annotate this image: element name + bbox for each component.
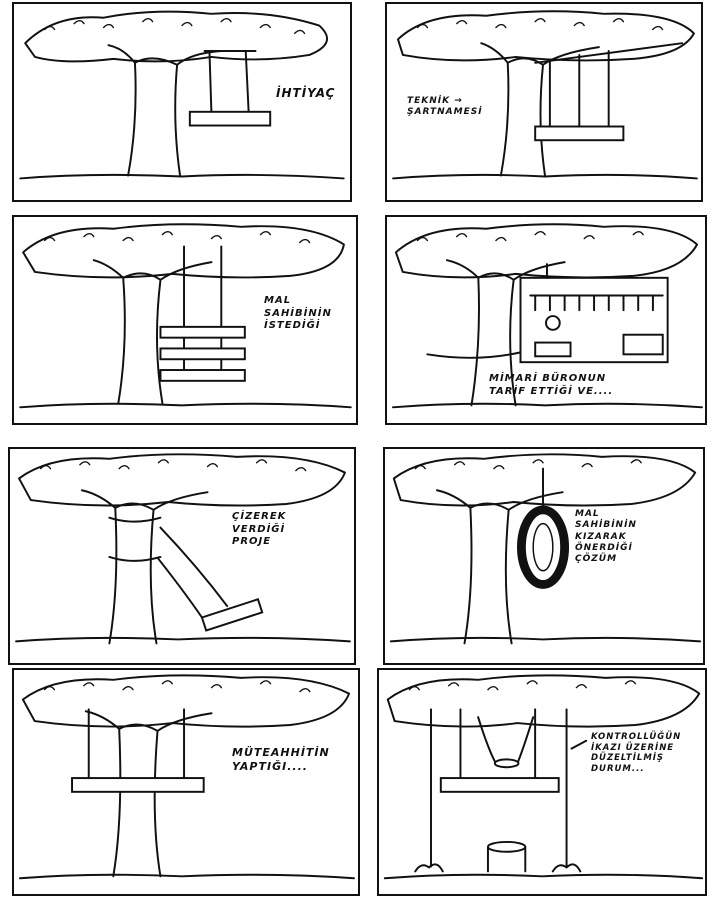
caption-technical-spec: TEKNİK → ŞARTNAMESİ <box>407 96 483 118</box>
tree-three-rope-swing-drawing <box>392 10 698 180</box>
caption-drawn-project: ÇİZEREK VERDİĞİ PROJE <box>232 511 287 547</box>
cartoon-panel-owner-solution: MAL SAHİBİNİN KIZARAK ÖNERDİĞİ ÇÖZÜM <box>383 447 705 665</box>
tree-swing-drawing <box>19 10 345 180</box>
caption-contractor-built: MÜTEAHHİTİN YAPTIĞI.... <box>232 746 330 773</box>
tree-elaborate-swing-drawing <box>391 223 703 409</box>
cartoon-panel-contractor-built: MÜTEAHHİTİN YAPTIĞI.... <box>12 668 360 896</box>
cartoon-panel-drawn-project: ÇİZEREK VERDİĞİ PROJE <box>8 447 356 665</box>
cartoon-panel-owner-wanted: MAL SAHİBİNİN İSTEDİĞİ <box>12 215 358 425</box>
caption-need: İHTİYAÇ <box>276 86 336 100</box>
cartoon-panel-need: İHTİYAÇ <box>12 2 352 202</box>
cut-tree-swing-drawing <box>383 674 704 880</box>
caption-architect-described: MİMARİ BÜRONUN TARİF ETTİĞİ VE.... <box>489 373 614 397</box>
tree-swing-around-trunk-drawing <box>18 674 355 880</box>
tree-tied-swing-drawing <box>15 453 351 645</box>
tree-tire-swing-drawing <box>389 453 702 645</box>
tree-triple-seat-swing-drawing <box>19 223 352 409</box>
caption-corrected-state: KONTROLLÜĞÜN İKAZI ÜZERİNE DÜZELTİLMİŞ D… <box>591 732 682 774</box>
cartoon-panel-technical-spec: TEKNİK → ŞARTNAMESİ <box>385 2 703 202</box>
cartoon-panel-corrected-state: KONTROLLÜĞÜN İKAZI ÜZERİNE DÜZELTİLMİŞ D… <box>377 668 707 896</box>
caption-owner-wanted: MAL SAHİBİNİN İSTEDİĞİ <box>264 295 332 331</box>
caption-owner-solution: MAL SAHİBİNİN KIZARAK ÖNERDİĞİ ÇÖZÜM <box>575 509 637 564</box>
cartoon-panel-architect-described: MİMARİ BÜRONUN TARİF ETTİĞİ VE.... <box>385 215 707 425</box>
